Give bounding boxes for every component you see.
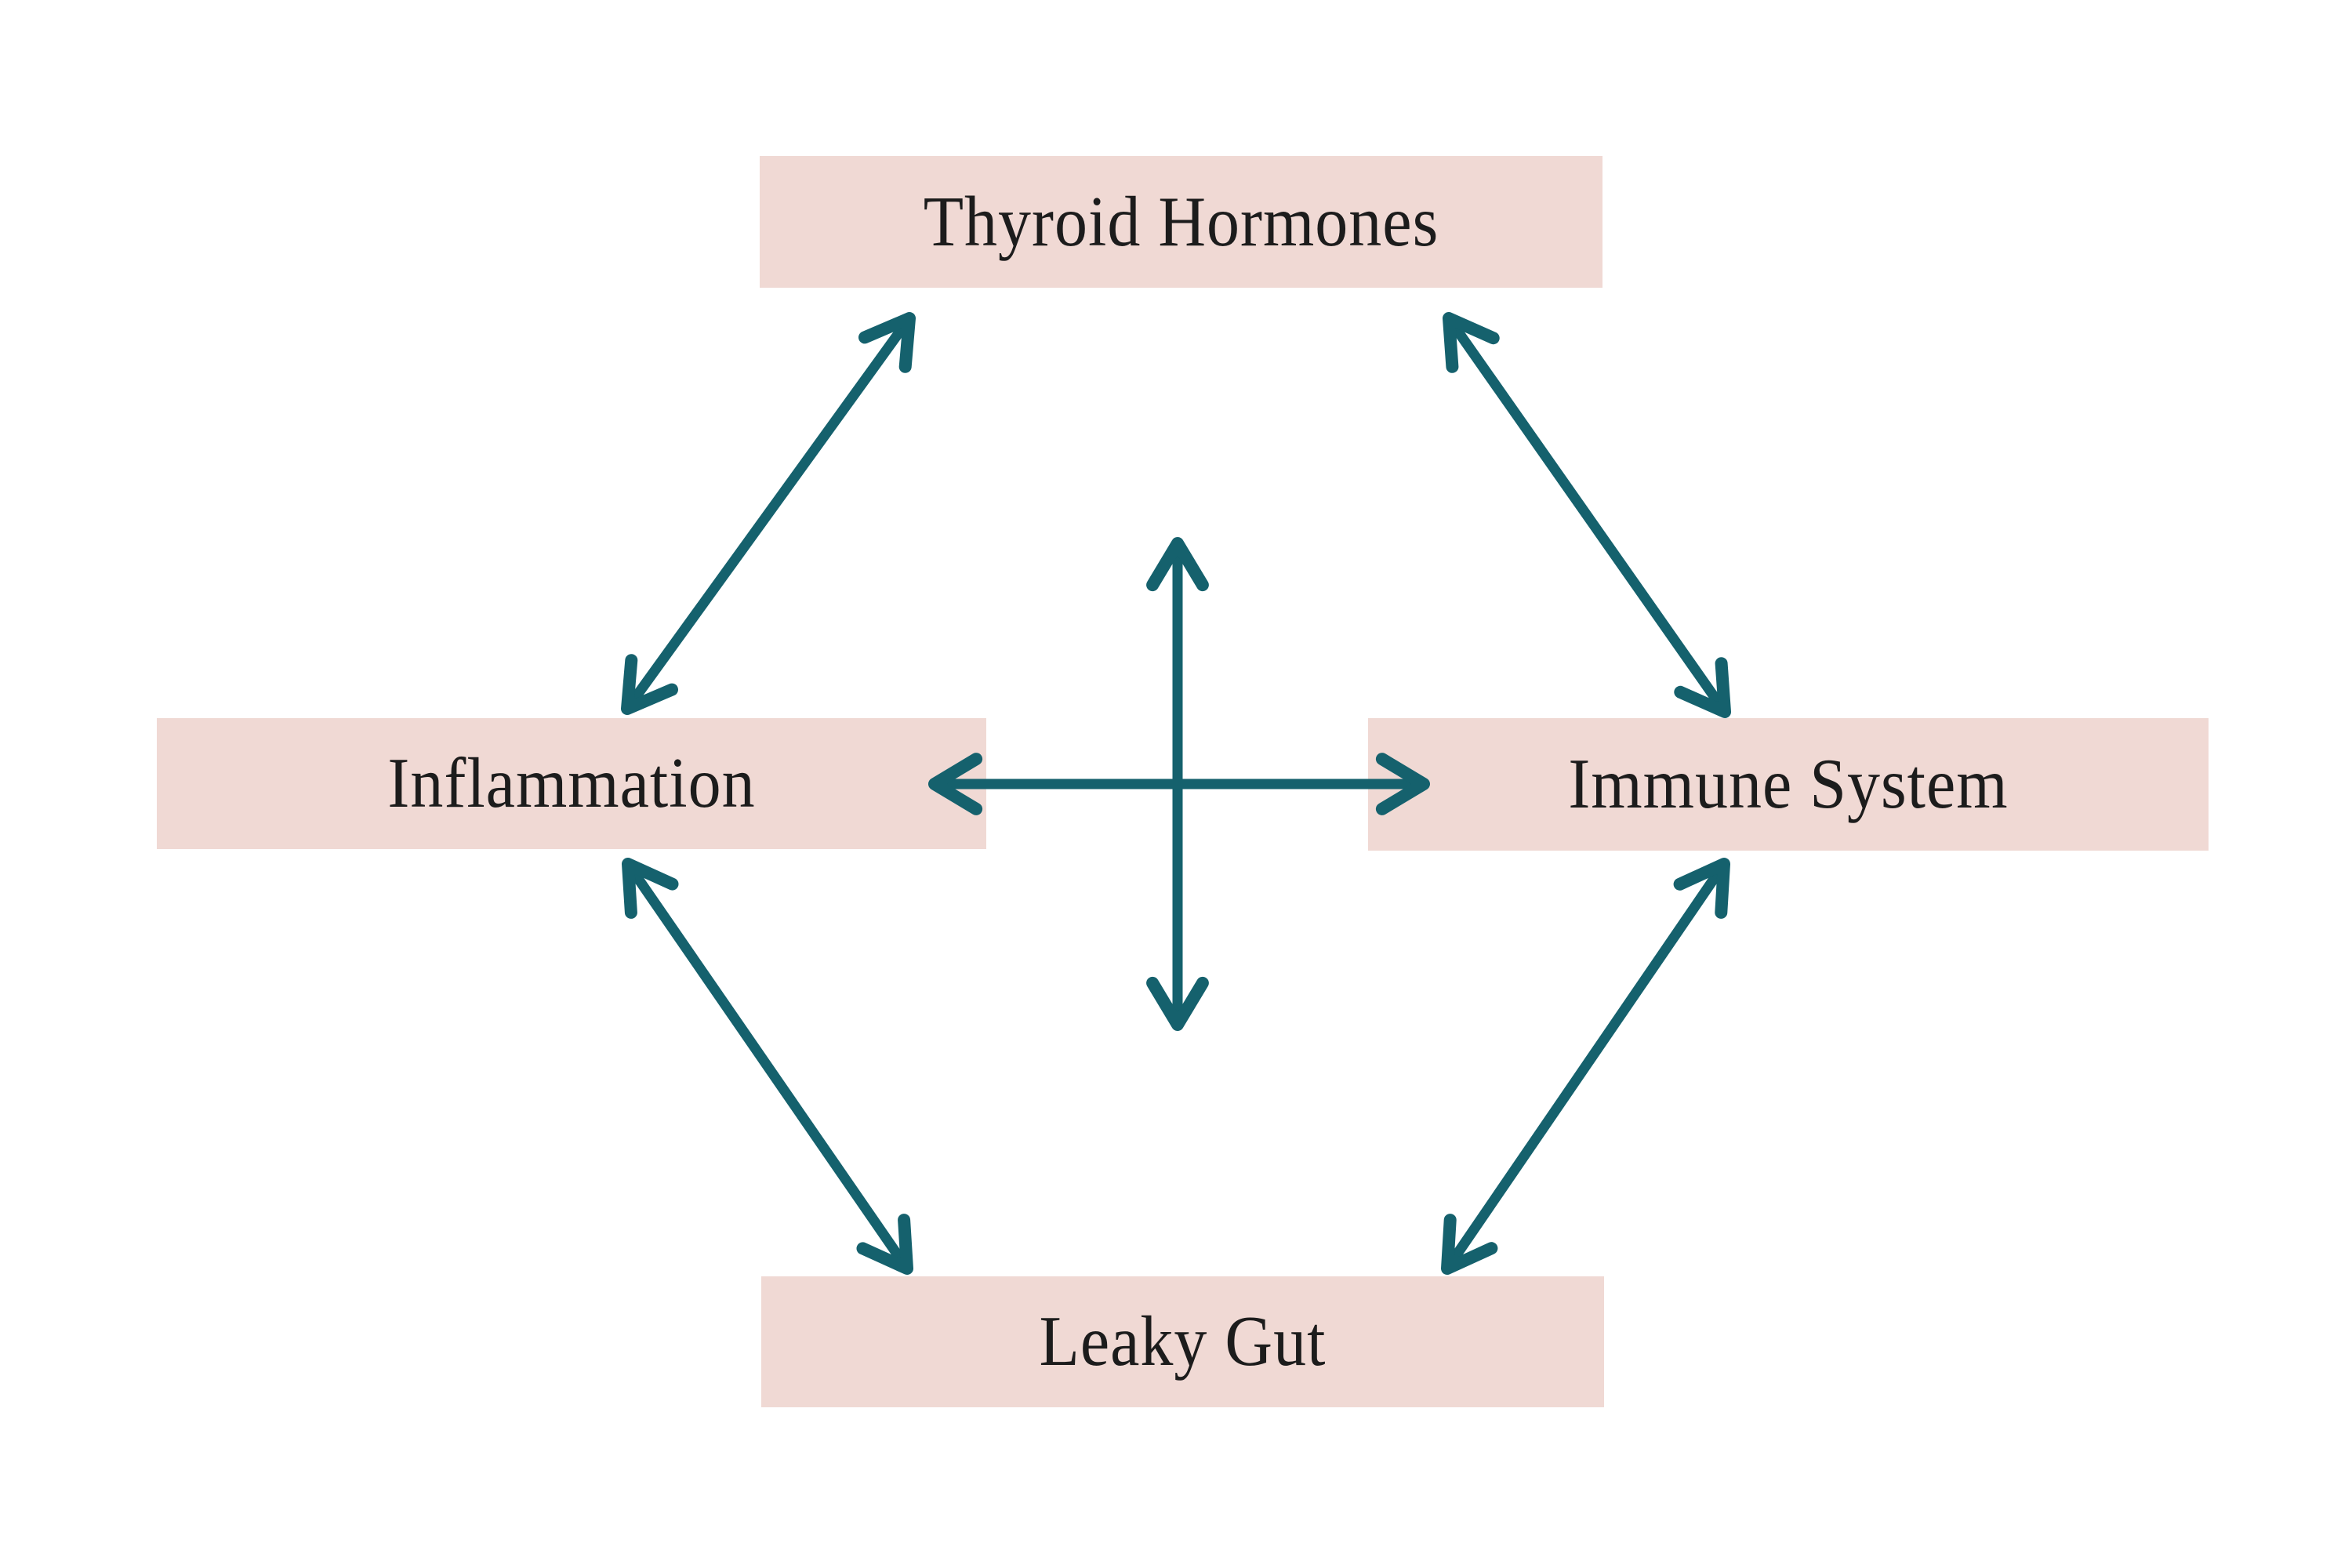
- arrowhead-icon: [1443, 312, 1500, 373]
- arrowhead-icon: [622, 858, 679, 919]
- edge-shaft: [626, 319, 910, 708]
- node-leaky-gut-label: Leaky Gut: [1039, 1302, 1327, 1381]
- node-inflammation-label: Inflammation: [387, 744, 756, 823]
- node-inflammation: Inflammation: [157, 718, 986, 849]
- arrowhead-icon: [858, 312, 916, 373]
- edge-immune-system-leaky-gut: [1441, 858, 1730, 1275]
- edge-thyroid-hormones-immune-system: [1443, 312, 1731, 718]
- node-thyroid-hormones: Thyroid Hormones: [760, 156, 1602, 288]
- edge-thyroid-hormones-leaky-gut: [1146, 537, 1209, 1031]
- node-immune-system-label: Immune System: [1568, 745, 2009, 824]
- node-thyroid-hormones-label: Thyroid Hormones: [923, 182, 1439, 262]
- arrowhead-icon: [1146, 537, 1209, 592]
- node-immune-system: Immune System: [1368, 718, 2209, 851]
- arrowhead-icon: [856, 1214, 913, 1275]
- edge-thyroid-hormones-inflammation: [621, 312, 916, 715]
- edge-shaft: [627, 865, 908, 1268]
- arrowhead-icon: [621, 654, 678, 715]
- edge-shaft: [1446, 865, 1725, 1268]
- edge-inflammation-immune-system: [928, 753, 1430, 815]
- edge-shaft: [1448, 319, 1726, 711]
- arrowhead-icon: [1674, 657, 1731, 718]
- arrowhead-icon: [1146, 976, 1209, 1031]
- arrowhead-icon: [1673, 858, 1730, 919]
- arrowhead-icon: [1441, 1214, 1498, 1275]
- node-leaky-gut: Leaky Gut: [761, 1276, 1604, 1407]
- edge-inflammation-leaky-gut: [622, 858, 913, 1275]
